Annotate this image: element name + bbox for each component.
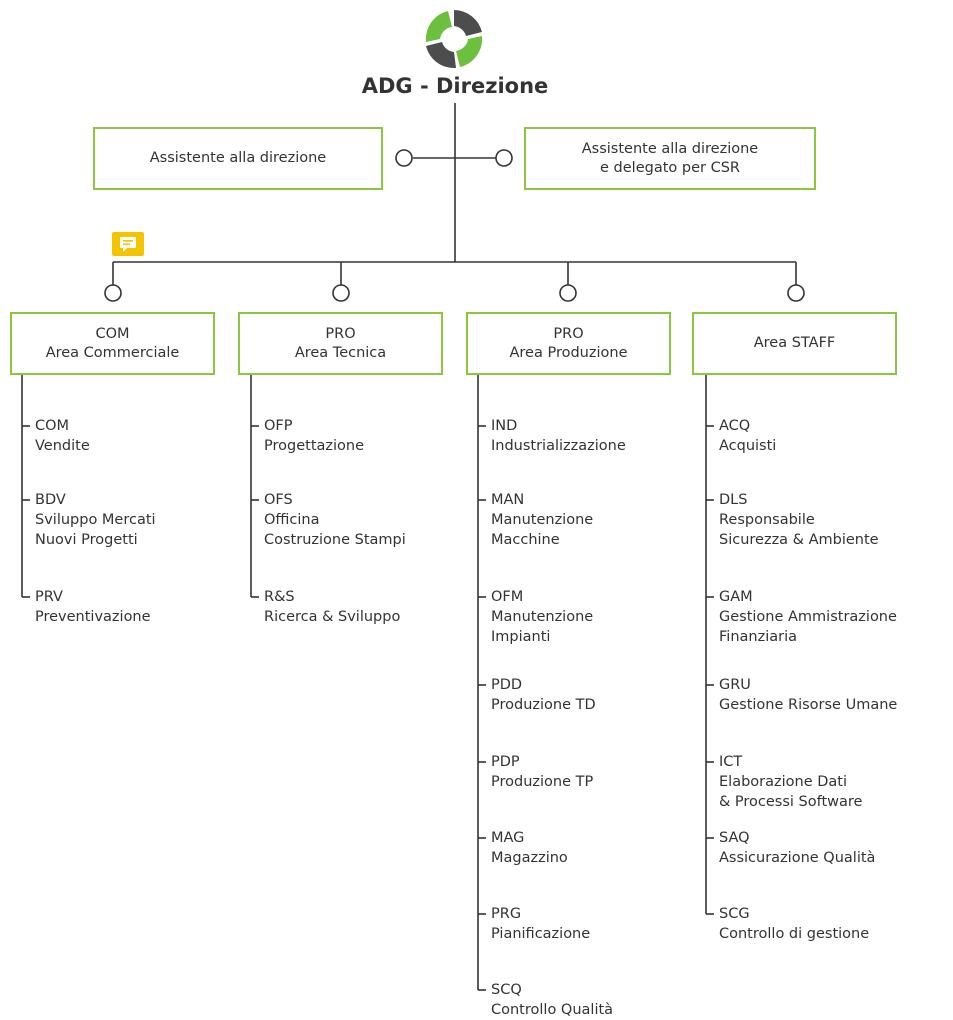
unit-label-line: Costruzione Stampi xyxy=(264,532,406,548)
box-label-line: PRO xyxy=(325,325,356,342)
unit-label-line: Acquisti xyxy=(719,438,777,454)
area-commerciale-box[interactable]: COM Area Commerciale xyxy=(10,312,215,375)
unit-label-line: BDV xyxy=(35,492,66,508)
unit-label-line: Gestione Ammistrazione xyxy=(719,609,897,625)
unit-label-line: Manutenzione xyxy=(491,609,594,625)
unit-label-line: PRG xyxy=(491,906,522,922)
box-label-line: Assistente alla direzione xyxy=(149,150,327,166)
unit-item[interactable]: IND Industrializzazione xyxy=(491,416,626,456)
unit-label-line: Impianti xyxy=(491,629,551,645)
unit-label-line: GRU xyxy=(719,677,751,693)
unit-label-line: Preventivazione xyxy=(35,609,151,625)
unit-label-line: Nuovi Progetti xyxy=(35,532,138,548)
unit-label-line: Controllo Qualità xyxy=(491,1002,614,1018)
unit-label-line: DLS xyxy=(719,492,748,508)
unit-item[interactable]: SAQ Assicurazione Qualità xyxy=(719,828,875,868)
connector-node xyxy=(104,284,122,302)
box-label-line: Assistente alla direzione xyxy=(581,140,759,157)
unit-label-line: MAG xyxy=(491,830,525,846)
box-label-line: Area Commerciale xyxy=(45,344,180,361)
box-label-line: COM xyxy=(95,325,130,342)
unit-item[interactable]: COM Vendite xyxy=(35,416,90,456)
box-label-line: e delegato per CSR xyxy=(600,159,740,176)
unit-label-line: Sicurezza & Ambiente xyxy=(719,532,879,548)
unit-label-line: Gestione Risorse Umane xyxy=(719,697,898,713)
unit-label-line: SCG xyxy=(719,906,750,922)
box-label-line: Area Produzione xyxy=(509,344,628,361)
unit-label-line: OFS xyxy=(264,492,293,508)
unit-label-line: GAM xyxy=(719,589,753,605)
unit-item[interactable]: ICT Elaborazione Dati & Processi Software xyxy=(719,752,862,812)
unit-label-line: Vendite xyxy=(35,438,90,454)
connector-node xyxy=(787,284,805,302)
connector-node xyxy=(495,149,513,167)
unit-item[interactable]: PDP Produzione TP xyxy=(491,752,593,792)
unit-item[interactable]: GRU Gestione Risorse Umane xyxy=(719,675,897,715)
area-produzione-box[interactable]: PRO Area Produzione xyxy=(466,312,671,375)
unit-label-line: Produzione TD xyxy=(491,697,596,713)
unit-label-line: IND xyxy=(491,418,518,434)
connector-node xyxy=(332,284,350,302)
unit-label-line: R&S xyxy=(264,589,295,605)
unit-item[interactable]: PDD Produzione TD xyxy=(491,675,596,715)
assistant-csr-box[interactable]: Assistente alla direzione e delegato per … xyxy=(524,127,816,190)
area-staff-box[interactable]: Area STAFF xyxy=(692,312,897,375)
org-title: ADG - Direzione xyxy=(361,74,549,98)
unit-label-line: ACQ xyxy=(719,418,751,434)
unit-label-line: Sviluppo Mercati xyxy=(35,512,156,528)
unit-label-line: PRV xyxy=(35,589,63,605)
unit-label-line: & Processi Software xyxy=(719,794,863,810)
unit-label-line: OFM xyxy=(491,589,524,605)
assistant-box[interactable]: Assistente alla direzione xyxy=(93,127,383,190)
unit-label-line: Responsabile xyxy=(719,512,815,528)
box-label-line: Area Tecnica xyxy=(294,344,387,361)
box-label-line: Area STAFF xyxy=(753,335,836,351)
unit-item[interactable]: PRG Pianificazione xyxy=(491,904,590,944)
unit-label-line: PDD xyxy=(491,677,523,693)
unit-label-line: Macchine xyxy=(491,532,560,548)
unit-label-line: Controllo di gestione xyxy=(719,926,870,942)
unit-label-line: OFP xyxy=(264,418,293,434)
unit-item[interactable]: SCG Controllo di gestione xyxy=(719,904,869,944)
unit-label-line: Assicurazione Qualità xyxy=(719,850,876,866)
unit-label-line: COM xyxy=(35,418,70,434)
unit-item[interactable]: ACQ Acquisti xyxy=(719,416,776,456)
unit-label-line: Progettazione xyxy=(264,438,365,454)
unit-label-line: Pianificazione xyxy=(491,926,591,942)
unit-label-line: SCQ xyxy=(491,982,522,998)
unit-label-line: SAQ xyxy=(719,830,750,846)
unit-label-line: Industrializzazione xyxy=(491,438,626,454)
area-tecnica-box[interactable]: PRO Area Tecnica xyxy=(238,312,443,375)
unit-item[interactable]: SCQ Controllo Qualità xyxy=(491,980,613,1020)
comment-icon[interactable] xyxy=(112,232,144,256)
unit-item[interactable]: PRV Preventivazione xyxy=(35,587,151,627)
unit-label-line: Officina xyxy=(264,512,320,528)
unit-label-line: MAN xyxy=(491,492,525,508)
box-label-line: PRO xyxy=(553,325,584,342)
connector-node xyxy=(559,284,577,302)
unit-label-line: Ricerca & Sviluppo xyxy=(264,609,401,625)
unit-item[interactable]: OFP Progettazione xyxy=(264,416,364,456)
unit-label-line: Produzione TP xyxy=(491,774,594,790)
unit-label-line: Finanziaria xyxy=(719,629,797,645)
logo-icon xyxy=(425,10,483,69)
unit-item[interactable]: R&S Ricerca & Sviluppo xyxy=(264,587,400,627)
unit-label-line: Manutenzione xyxy=(491,512,594,528)
unit-label-line: ICT xyxy=(719,754,743,770)
unit-label-line: PDP xyxy=(491,754,520,770)
unit-label-line: Magazzino xyxy=(491,850,568,866)
unit-label-line: Elaborazione Dati xyxy=(719,774,847,790)
unit-item[interactable]: MAG Magazzino xyxy=(491,828,568,868)
connector-node xyxy=(395,149,413,167)
